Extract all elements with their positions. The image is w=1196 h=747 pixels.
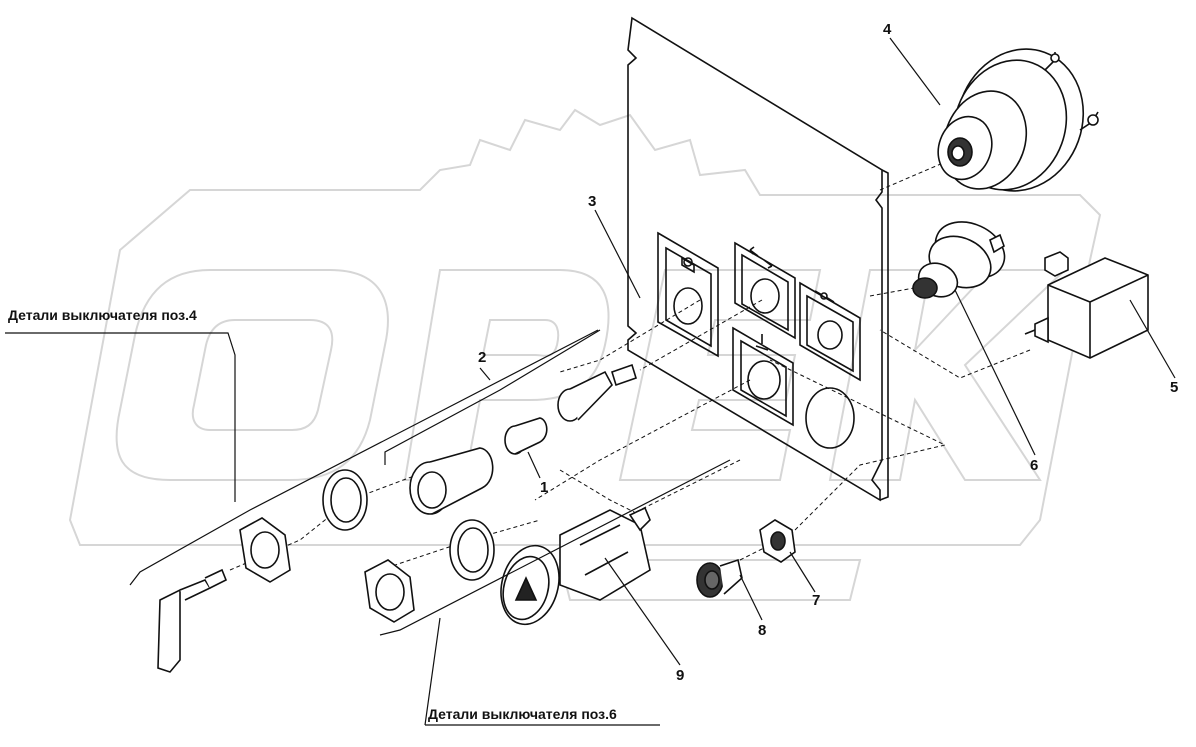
part-2-lamp-holder — [409, 447, 494, 515]
terminal-bracket — [157, 568, 228, 673]
oil-can-icon — [681, 256, 695, 274]
panel-window-oil — [657, 231, 719, 358]
leader-lines — [5, 37, 1176, 726]
callout-4: 4 — [883, 21, 892, 38]
callout-numbers: 1 2 3 4 5 6 7 8 9 — [478, 21, 1178, 684]
callout-9: 9 — [676, 667, 684, 684]
part-9-hazard-switch — [500, 506, 651, 626]
ring-washer-left — [322, 469, 368, 531]
bracket-2 — [384, 329, 601, 465]
panel-window-lights — [799, 281, 861, 382]
callout-2: 2 — [478, 349, 486, 366]
part-6-push-switch — [912, 221, 1006, 299]
turn-signal-icon — [749, 246, 773, 269]
caption-6-bracket — [379, 459, 731, 726]
bulb-socket — [557, 363, 637, 422]
ring-washer-middle — [449, 519, 495, 581]
callout-3: 3 — [588, 193, 596, 210]
part-4-rotary-switch — [937, 48, 1099, 192]
watermark-letter-o — [115, 269, 389, 481]
mounting-panel — [627, 16, 889, 502]
caption-switch-pos6: Детали выключателя поз.6 — [428, 706, 617, 722]
lights-icon — [814, 290, 835, 303]
hex-nut-left — [239, 517, 291, 583]
panel-window-turn — [734, 241, 796, 340]
caption-switch-pos4: Детали выключателя поз.4 — [8, 307, 197, 323]
panel-window-ground — [732, 326, 794, 427]
watermark-letter-p — [403, 269, 610, 481]
hex-nut-middle — [364, 559, 415, 623]
watermark-letter-e — [618, 269, 822, 481]
captions: Детали выключателя поз.4 Детали выключат… — [8, 307, 617, 722]
ground-disconnect-icon — [755, 334, 769, 351]
watermark-letter-k — [828, 269, 1068, 481]
callout-5: 5 — [1170, 379, 1178, 396]
callout-6: 6 — [1030, 457, 1038, 474]
panel-large-hole — [805, 387, 855, 449]
part-1-bulb — [504, 417, 548, 455]
watermark-gear-outline — [68, 108, 1102, 546]
caption-4-bracket — [129, 329, 599, 586]
callout-7: 7 — [812, 592, 820, 609]
caption-4-underline — [5, 332, 236, 502]
part-7-nut — [759, 519, 796, 563]
part-5-relay-switch — [1024, 251, 1149, 359]
callout-1: 1 — [540, 479, 548, 496]
panel-edge — [879, 169, 889, 501]
callout-8: 8 — [758, 622, 766, 639]
part-8-knob — [696, 558, 743, 598]
